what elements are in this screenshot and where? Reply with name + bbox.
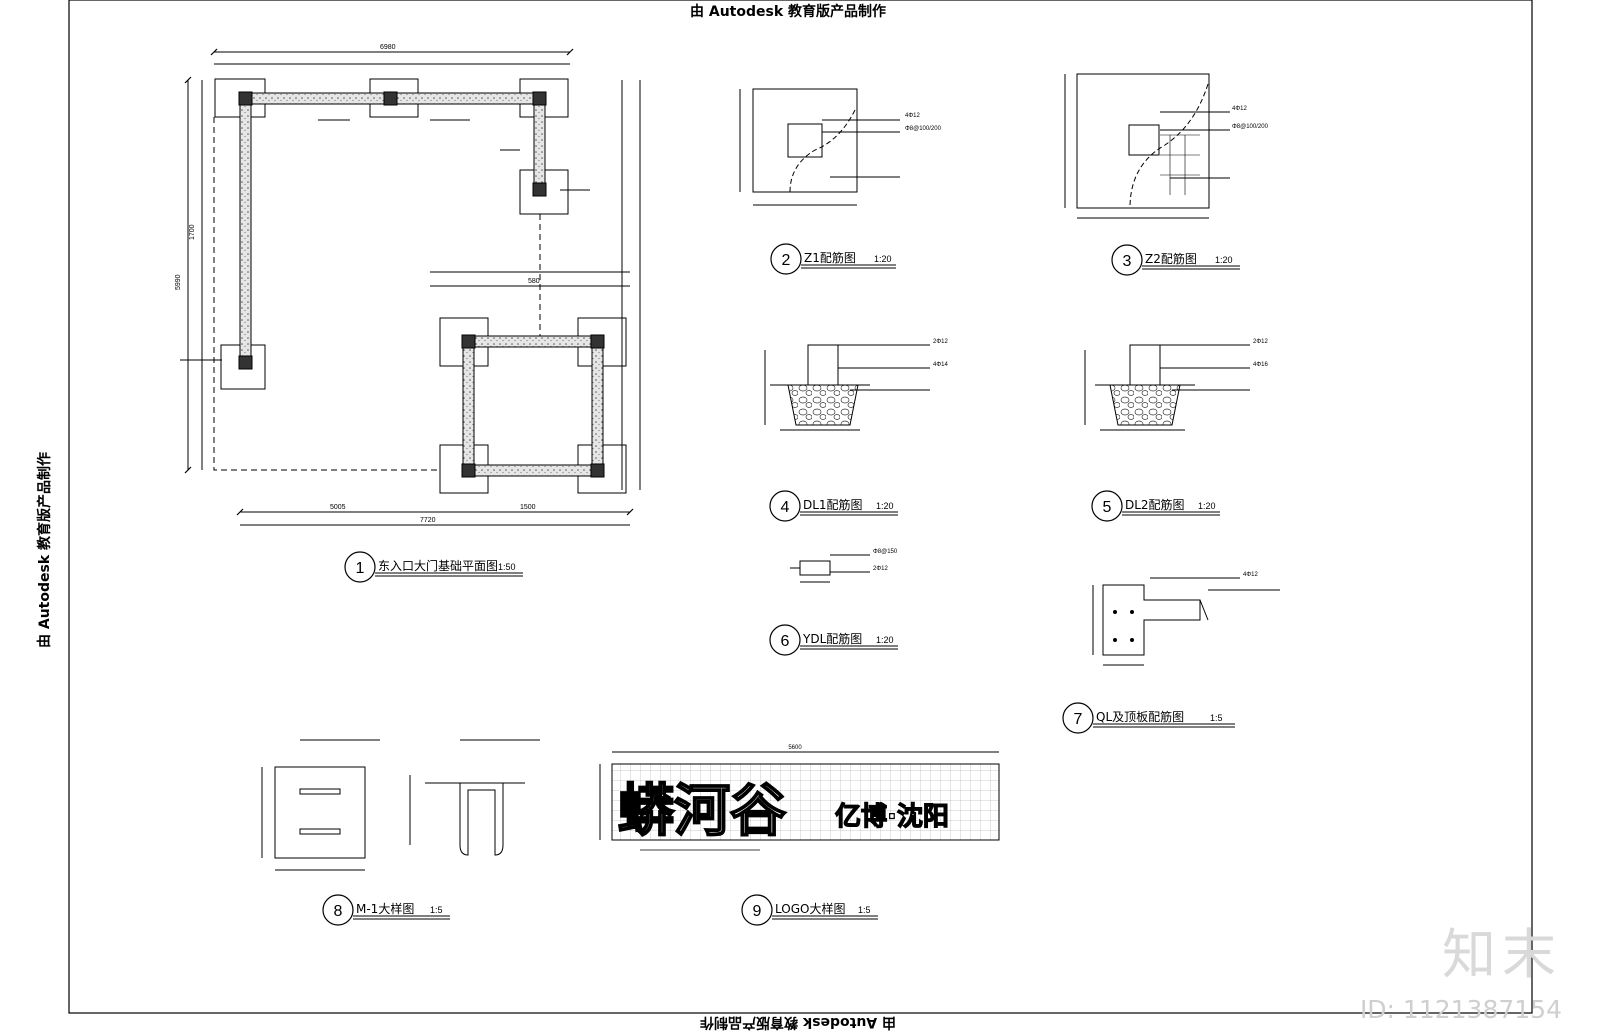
svg-text:5005: 5005 [330,504,346,511]
brand-id: ID: 1121387154 [1359,995,1562,1024]
title-number-6: 6 [781,633,790,650]
svg-text:4Φ16: 4Φ16 [1253,362,1268,368]
title-number-4: 4 [781,499,790,516]
title-scale-3: 1:20 [1215,255,1233,265]
title-name-5: DL2配筋图 [1125,497,1185,512]
drawing-frame [68,0,1533,1014]
title-circles [322,243,1143,926]
title-numbers: 1 2 3 4 5 6 7 8 9 [334,252,1132,920]
svg-text:2Φ12: 2Φ12 [873,566,888,572]
title-number-2: 2 [782,252,791,269]
title-number-7: 7 [1074,711,1083,728]
title-underlines [353,264,1240,920]
logo-dimension: 5600 [788,745,802,751]
svg-text:5990: 5990 [175,274,182,290]
title-number-3: 3 [1123,253,1132,270]
autodesk-stamp-bottom: 由 Autodesk 教育版产品制作 [700,1014,897,1030]
autodesk-stamp-left: 由 Autodesk 教育版产品制作 [37,451,54,649]
svg-text:Φ8@100/200: Φ8@100/200 [905,126,942,132]
svg-text:6980: 6980 [380,44,396,51]
svg-text:4Φ14: 4Φ14 [933,362,948,368]
dl2-section [1084,344,1250,431]
title-scale-5: 1:20 [1198,501,1216,511]
title-names: 东入口大门基础平面图 Z1配筋图 Z2配筋图 DL1配筋图 DL2配筋图 YDL… [356,250,1197,916]
svg-text:4Φ12: 4Φ12 [1232,106,1247,112]
rebar-labels: 4Φ12 Φ8@100/200 4Φ12 Φ8@100/200 2Φ12 4Φ1… [873,106,1269,578]
svg-text:1500: 1500 [520,504,536,511]
title-name-4: DL1配筋图 [803,497,863,512]
ql-section [1092,577,1280,666]
dl1-section [764,344,930,431]
z1-section [739,88,900,206]
title-scale-1: 1:50 [498,562,516,572]
title-scale-4: 1:20 [876,501,894,511]
svg-text:7720: 7720 [420,517,436,524]
title-number-1: 1 [356,560,365,577]
foundation-plan [180,48,641,526]
title-number-8: 8 [334,903,343,920]
svg-text:1700: 1700 [189,224,196,240]
svg-text:2Φ12: 2Φ12 [933,339,948,345]
title-name-2: Z1配筋图 [804,250,856,265]
logo-sub-text: 亿博·沈阳 [835,802,949,832]
brand-logo: 知末 [1442,923,1562,986]
logo-detail [599,751,1000,851]
ydl-section [790,554,870,583]
z2-section [1064,73,1230,219]
plan-dimension-text: 6980 5990 7720 5005 1500 580 1700 [175,44,540,524]
autodesk-stamp-top: 由 Autodesk 教育版产品制作 [690,4,887,20]
svg-text:Φ8@150: Φ8@150 [873,549,898,555]
title-name-9: LOGO大样图 [775,901,845,916]
m1-detail [261,739,540,871]
title-scale-6: 1:20 [876,635,894,645]
title-scale-2: 1:20 [874,254,892,264]
title-scales: 1:50 1:20 1:20 1:20 1:20 1:20 1:5 1:5 1:… [430,254,1233,915]
title-number-5: 5 [1103,499,1112,516]
svg-text:2Φ12: 2Φ12 [1253,339,1268,345]
svg-text:Φ8@100/200: Φ8@100/200 [1232,124,1269,130]
title-scale-7: 1:5 [1210,713,1223,723]
title-name-8: M-1大样图 [356,901,414,916]
title-name-1: 东入口大门基础平面图 [378,558,498,573]
title-scale-8: 1:5 [430,905,443,915]
title-name-3: Z2配筋图 [1145,251,1197,266]
svg-text:580: 580 [528,278,540,285]
brand-watermark: 知末 ID: 1121387154 [1360,910,1562,1024]
title-name-7: QL及顶板配筋图 [1096,709,1184,724]
title-name-6: YDL配筋图 [802,631,862,646]
logo-main-text: 蟒河谷 [618,779,786,844]
svg-text:4Φ12: 4Φ12 [905,113,920,119]
title-scale-9: 1:5 [858,905,871,915]
title-number-9: 9 [753,903,762,920]
svg-text:4Φ12: 4Φ12 [1243,572,1258,578]
